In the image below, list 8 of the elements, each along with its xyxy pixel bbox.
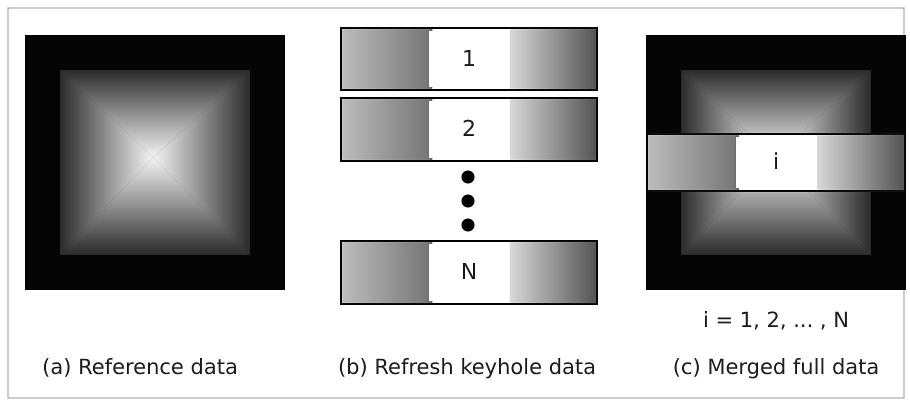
keyhole-strip bbox=[340, 240, 598, 305]
keyhole-strip bbox=[646, 133, 906, 192]
panel-caption: (b) Refresh keyhole data bbox=[338, 355, 596, 379]
keyhole-strip bbox=[340, 27, 598, 91]
panel-caption: (c) Merged full data bbox=[672, 355, 880, 379]
index-range-text: i = 1, 2, ... , N bbox=[703, 308, 849, 332]
panel-caption: (a) Reference data bbox=[42, 355, 238, 379]
keyhole-strip bbox=[340, 97, 598, 162]
